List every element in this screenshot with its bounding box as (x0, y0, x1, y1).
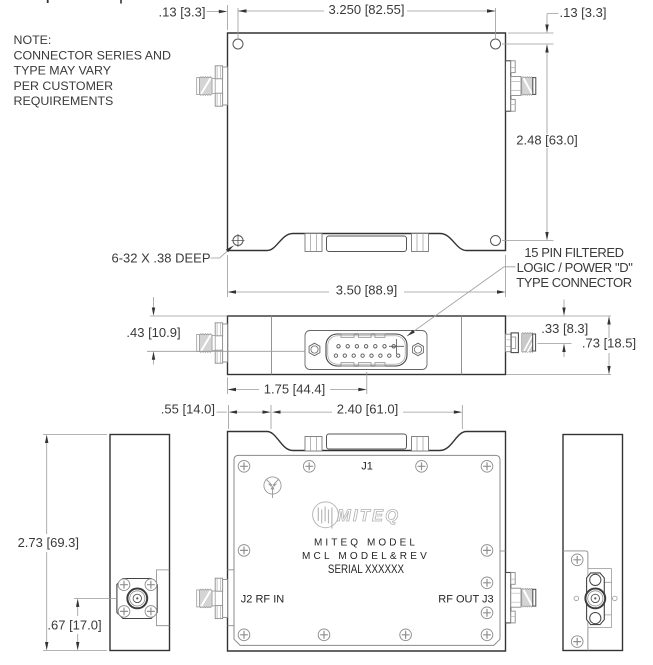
svg-text:RF OUT J3: RF OUT J3 (438, 593, 493, 605)
svg-text:.13 [3.3]: .13 [3.3] (159, 5, 206, 20)
svg-text:3.50 [88.9]: 3.50 [88.9] (336, 282, 397, 297)
svg-text:2.73 [69.3]: 2.73 [69.3] (18, 535, 79, 550)
svg-text:.33 [8.3]: .33 [8.3] (541, 321, 588, 336)
svg-text:NOTE:: NOTE: (14, 33, 52, 47)
svg-text:.13 [3.3]: .13 [3.3] (560, 5, 607, 20)
svg-text:MITEQ MODEL: MITEQ MODEL (314, 538, 418, 549)
svg-text:LOGIC / POWER "D": LOGIC / POWER "D" (517, 260, 634, 275)
svg-text:TYPE CONNECTOR: TYPE CONNECTOR (516, 275, 632, 290)
svg-text:PER CUSTOMER: PER CUSTOMER (14, 79, 114, 93)
svg-text:TYPE MAY VARY: TYPE MAY VARY (14, 64, 112, 78)
svg-text:1.75 [44.4]: 1.75 [44.4] (264, 382, 325, 397)
svg-text:2.40 [61.0]: 2.40 [61.0] (337, 402, 398, 417)
svg-text:.67 [17.0]: .67 [17.0] (47, 618, 101, 633)
svg-text:3.250 [82.55]: 3.250 [82.55] (329, 2, 405, 17)
svg-text:CONNECTOR SERIES AND: CONNECTOR SERIES AND (14, 48, 171, 62)
svg-text:MITEQ: MITEQ (337, 507, 400, 525)
svg-text:2.48 [63.0]: 2.48 [63.0] (516, 132, 577, 147)
svg-text:15 PIN FILTERED: 15 PIN FILTERED (524, 245, 623, 260)
svg-text:.43 [10.9]: .43 [10.9] (126, 325, 180, 340)
svg-text:SERIAL XXXXXX: SERIAL XXXXXX (328, 563, 404, 576)
svg-text:MCL MODEL&REV: MCL MODEL&REV (302, 551, 430, 562)
svg-text:J1: J1 (361, 460, 373, 472)
svg-text:REQUIREMENTS: REQUIREMENTS (14, 94, 114, 108)
svg-text:J2 RF IN: J2 RF IN (241, 593, 284, 605)
svg-text:.55 [14.0]: .55 [14.0] (161, 402, 215, 417)
svg-text:.73 [18.5]: .73 [18.5] (582, 336, 636, 351)
svg-text:6-32 X .38 DEEP: 6-32 X .38 DEEP (112, 251, 211, 266)
